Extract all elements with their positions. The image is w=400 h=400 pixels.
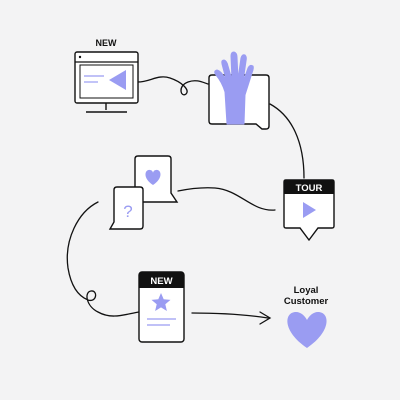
- connector-hand-to-tour: [269, 103, 305, 179]
- connector-lines: [66, 76, 305, 325]
- heart-icon: [287, 312, 327, 348]
- heart-icon: [145, 169, 161, 185]
- outcome-label-line1: Loyal: [294, 285, 319, 296]
- connector-monitor-to-hand: [137, 76, 209, 96]
- play-icon: [303, 202, 316, 218]
- arrowhead: [259, 311, 272, 325]
- window-dot: [78, 55, 82, 59]
- tour-header-bar: [284, 180, 334, 194]
- chat-bubble-question: [108, 186, 144, 230]
- connector-chat-to-mobile: [66, 201, 140, 317]
- outcome-label-line2: Customer: [284, 296, 329, 307]
- tour-header: TOUR: [296, 183, 323, 194]
- hand-bubble: [208, 51, 270, 130]
- desktop-monitor-icon: NEW: [74, 38, 139, 113]
- chat-bubbles: ?: [108, 155, 179, 230]
- mobile-card: NEW: [138, 271, 185, 343]
- raised-hand-icon: [214, 51, 254, 125]
- tour-card: TOUR: [283, 179, 335, 242]
- mobile-header-bar: [139, 272, 184, 288]
- mobile-header: NEW: [150, 276, 172, 287]
- star-icon: [151, 293, 171, 311]
- question-mark-icon: ?: [123, 202, 132, 221]
- monitor-badge: NEW: [96, 38, 118, 48]
- monitor-frame: [74, 51, 139, 104]
- play-icon: [109, 70, 126, 90]
- connector-tour-to-chat: [177, 187, 276, 211]
- monitor-screen: [79, 64, 134, 99]
- connector-mobile-to-outcome: [191, 312, 269, 319]
- loyal-customer-outcome: Loyal Customer: [284, 285, 329, 348]
